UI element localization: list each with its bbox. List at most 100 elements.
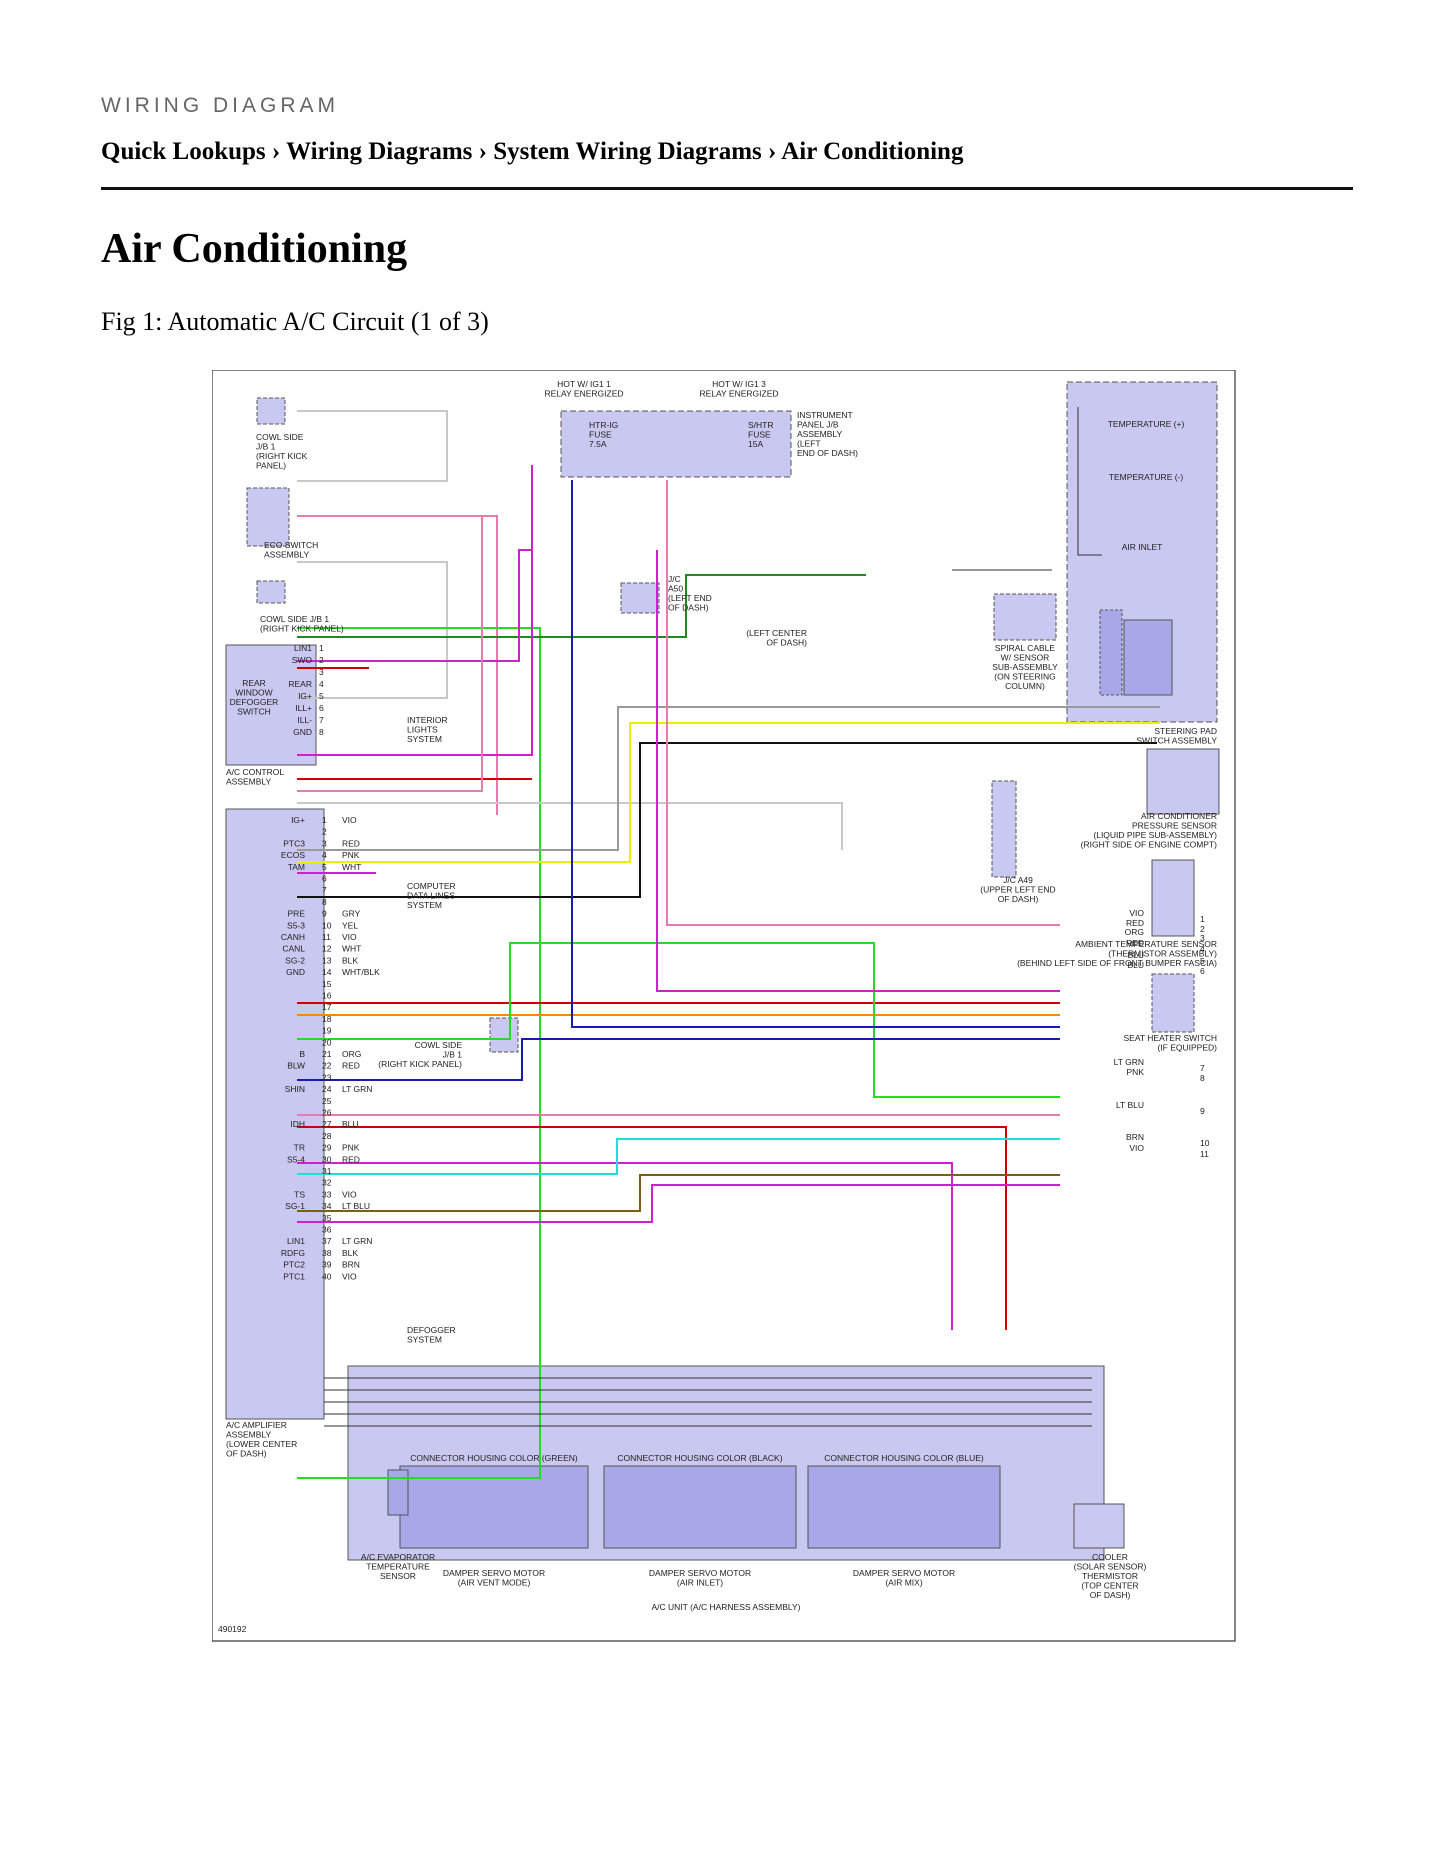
amp-wire-color: PNK [342,1143,360,1153]
amp-pin-number: 34 [322,1201,332,1211]
wires [297,407,1160,1479]
cowl-jb-label: J/B 1 [256,442,276,452]
jc-a50-label: OF DASH) [668,603,709,613]
right-wire-number: 6 [1200,966,1205,976]
cowl-jb2-box [256,580,286,604]
wire-red-s54 [297,1126,1007,1330]
amp-wire-color: GRY [342,909,361,919]
ac-control-pin-number: 7 [319,715,324,725]
right-wire-color: VIO [1129,1143,1144,1153]
cooler-sensor-box [1073,1503,1125,1549]
amp-pin-label: IG+ [291,815,305,825]
amp-pin-number: 32 [322,1178,332,1188]
amp-pin-number: 6 [322,874,327,884]
amp-pin-number: 40 [322,1271,332,1281]
wire-blu-idh [297,1038,1060,1081]
amp-pin-label: GND [286,967,305,977]
breadcrumb-item[interactable]: System Wiring Diagrams [493,138,762,165]
cowl-jb2-label: COWL SIDE J/B 1 [260,614,329,624]
right-wire-number: 10 [1200,1138,1210,1148]
jc-a50-label: J/C [668,574,681,584]
ac-control-pin-number: 8 [319,727,324,737]
amp-pin-number: 20 [322,1037,332,1047]
breadcrumb-item[interactable]: Quick Lookups [101,138,266,165]
servo-air-inlet-label: (AIR INLET) [677,1578,723,1588]
wire-yel-s53 [297,722,1160,863]
touch-sensor-box [1123,619,1173,696]
evaporator-sensor-label: TEMPERATURE [366,1562,430,1572]
amp-pin-number: 2 [322,827,327,837]
cooler-sensor-label: OF DASH) [1090,1590,1131,1600]
amp-pin-label: SHIN [285,1084,305,1094]
wire-pnk-ecos [297,516,483,792]
amp-pin-number: 17 [322,1002,332,1012]
amp-pin-number: 30 [322,1154,332,1164]
amp-pin-label: CANH [281,932,305,942]
amp-pin-number: 33 [322,1189,332,1199]
instrument-panel-jb-box [560,410,792,478]
amp-wire-color: PNK [342,850,360,860]
right-wire-color: PNK [1127,1067,1145,1077]
right-wire-number: 1 [1200,914,1205,924]
amp-pin-number: 39 [322,1260,332,1270]
amp-pin-number: 21 [322,1049,332,1059]
rear-defogger-label: WINDOW [235,688,272,698]
right-wire-number: 4 [1200,944,1205,954]
amp-pin-label: TAM [288,862,305,872]
wire-wht-blk [297,561,448,699]
servo-air-mix-label: (AIR MIX) [885,1578,922,1588]
breadcrumb-item[interactable]: Air Conditioning [781,138,964,165]
ac-amplifier-label: ASSEMBLY [226,1430,272,1440]
amp-pin-number: 10 [322,920,332,930]
steering-pad-label: STEERING PAD [1154,726,1217,736]
wire-gry-pre [297,706,1160,851]
jc-a49-box [991,780,1017,878]
ac-control-pin-label: ILL+ [295,703,312,713]
temperature-plus-label: TEMPERATURE (+) [1108,419,1185,429]
spiral-cable-label: SUB-ASSEMBLY [992,662,1058,672]
amp-pin-number: 8 [322,897,327,907]
cowl-jb-label: COWL SIDE [256,432,304,442]
cowl-jb3-label: J/B 1 [443,1050,463,1060]
right-wire-number: 3 [1200,933,1205,943]
servo-air-inlet-label: DAMPER SERVO MOTOR [649,1568,751,1578]
amp-wire-color: LT BLU [342,1201,370,1211]
amp-pin-number: 1 [322,815,327,825]
hot-ig1-label: HOT W/ IG1 1 [557,379,611,389]
wire-vio-ptc1 [297,1184,1060,1223]
eco-switch-label: ASSEMBLY [264,550,310,560]
ac-control-label: A/C CONTROL [226,767,284,777]
amp-wire-color: LT GRN [342,1084,372,1094]
servo-air-inlet-box [603,1465,797,1549]
ac-control-pin-number: 1 [319,643,324,653]
pressure-sensor-label: PRESSURE SENSOR [1132,821,1217,831]
amp-pin-number: 37 [322,1236,332,1246]
ac-amplifier-label: (LOWER CENTER [226,1439,297,1449]
amp-pin-label: ECOS [281,850,305,860]
servo-air-mix-box [807,1465,1001,1549]
amp-pin-number: 38 [322,1248,332,1258]
amp-pin-number: 22 [322,1061,332,1071]
rear-defogger-label: REAR [242,678,266,688]
amp-pin-label: SG-1 [285,1201,305,1211]
amp-pin-label: PRE [288,909,306,919]
spiral-cable-label: SPIRAL CABLE [995,643,1055,653]
computer-data-lines-label: SYSTEM [407,900,442,910]
cowl-jb-label: (RIGHT KICK [256,451,308,461]
breadcrumb-item[interactable]: Wiring Diagrams [286,138,473,165]
computer-data-lines-label: COMPUTER [407,881,456,891]
amp-pin-number: 26 [322,1108,332,1118]
wire-lt-grn-lin1 [297,627,541,1479]
wire-brn-ptc2 [297,1174,1060,1212]
cooler-sensor-label: (SOLAR SENSOR) [1074,1562,1147,1572]
ac-amplifier-label: OF DASH) [226,1449,267,1459]
cowl-jb-box [256,397,286,425]
wire-pnk-seat [666,480,1060,926]
ambient-sensor-label: AMBIENT TEMPERATURE SENSOR [1075,939,1217,949]
wire-vio-igplus [297,465,533,662]
ac-amplifier-label: A/C AMPLIFIER [226,1420,287,1430]
amp-pin-number: 27 [322,1119,332,1129]
amp-wire-color: LT GRN [342,1236,372,1246]
